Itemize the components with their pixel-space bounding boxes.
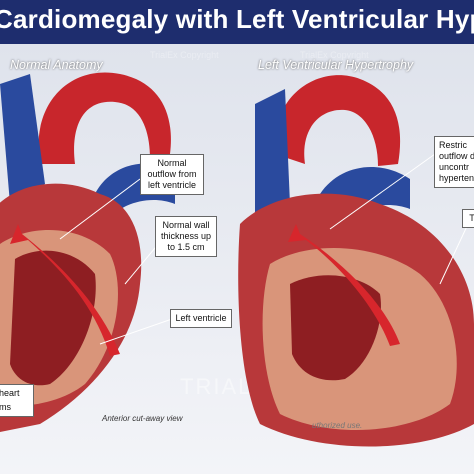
callout-normal-wall: Normal wall thickness up to 1.5 cm	[155, 216, 217, 257]
lvh-vena-cava	[255, 89, 290, 214]
watermark-copyright: TrialEx Copyright	[300, 50, 369, 60]
watermark-copyright: TrialEx Copyright	[150, 50, 219, 60]
page-title: Cardiomegaly with Left Ventricular Hyper…	[0, 4, 474, 34]
hypertrophy-heart-group	[238, 75, 474, 447]
normal-anatomy-label: Normal Anatomy	[10, 58, 103, 72]
title-bar: Cardiomegaly with Left Ventricular Hyper…	[0, 0, 474, 44]
callout-right-fragment: T	[462, 209, 474, 228]
leader-restricted	[329, 153, 436, 230]
callout-normal-outflow: Normal outflow from left ventricle	[140, 154, 204, 195]
lvh-outflow-arrow	[288, 224, 400, 346]
callout-restricted-fragment: Restric outflow d uncontr hyperten	[434, 136, 474, 188]
leader-right	[439, 223, 469, 285]
normal-heart-group	[0, 72, 175, 432]
normal-outflow-arrow	[10, 224, 120, 356]
leader-left-ventricle	[99, 318, 173, 345]
leader-outflow	[59, 178, 141, 240]
heart-illustration	[0, 72, 474, 447]
callout-ms-fragment: ms	[0, 399, 34, 417]
normal-aorta	[38, 72, 171, 164]
lvh-ventricle-cavity	[290, 275, 381, 381]
view-note: Anterior cut-away view	[102, 414, 183, 423]
callout-left-ventricle: Left ventricle	[170, 309, 232, 328]
lvh-label: Left Ventricular Hypertrophy	[258, 58, 414, 72]
authorized-note: uthorized use.	[312, 421, 363, 430]
leader-wall	[124, 241, 161, 285]
illustration-canvas: TrialEx Copyright TrialEx Copyright TRIA…	[0, 44, 474, 474]
normal-vena-cava	[0, 74, 45, 204]
lvh-aorta	[274, 75, 401, 166]
